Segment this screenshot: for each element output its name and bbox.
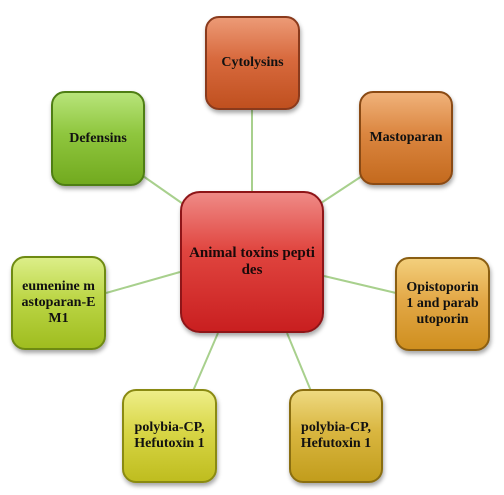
node-polybia-cp-2-label: polybia-CP, Hefutoxin 1 xyxy=(300,420,372,451)
connector-mastoparan xyxy=(317,175,363,206)
connector-eumenine xyxy=(105,271,181,294)
node-eumenine: eumenine mastoparan-EM1 xyxy=(11,256,106,350)
connector-polybia-cp-2 xyxy=(286,332,312,392)
connector-polybia-cp-1 xyxy=(192,332,219,392)
node-opistoporin: Opistoporin 1 and parabutoporin xyxy=(395,257,490,351)
center-node-label: Animal toxins peptides xyxy=(189,245,315,278)
node-cytolysins-label: Cytolysins xyxy=(221,55,284,71)
node-mastoparan: Mastoparan xyxy=(359,91,453,185)
node-cytolysins: Cytolysins xyxy=(205,16,300,110)
node-polybia-cp-1-label: polybia-CP, Hefutoxin 1 xyxy=(134,420,205,451)
node-opistoporin-label: Opistoporin 1 and parabutoporin xyxy=(406,280,479,327)
node-polybia-cp-1: polybia-CP, Hefutoxin 1 xyxy=(122,389,217,483)
node-defensins: Defensins xyxy=(51,91,145,186)
connector-opistoporin xyxy=(323,275,397,294)
node-polybia-cp-2: polybia-CP, Hefutoxin 1 xyxy=(289,389,383,483)
node-defensins-label: Defensins xyxy=(69,130,127,146)
node-mastoparan-label: Mastoparan xyxy=(369,130,443,146)
node-eumenine-label: eumenine mastoparan-EM1 xyxy=(21,279,96,326)
center-node: Animal toxins peptides xyxy=(180,191,324,333)
connector-defensins xyxy=(142,175,187,207)
